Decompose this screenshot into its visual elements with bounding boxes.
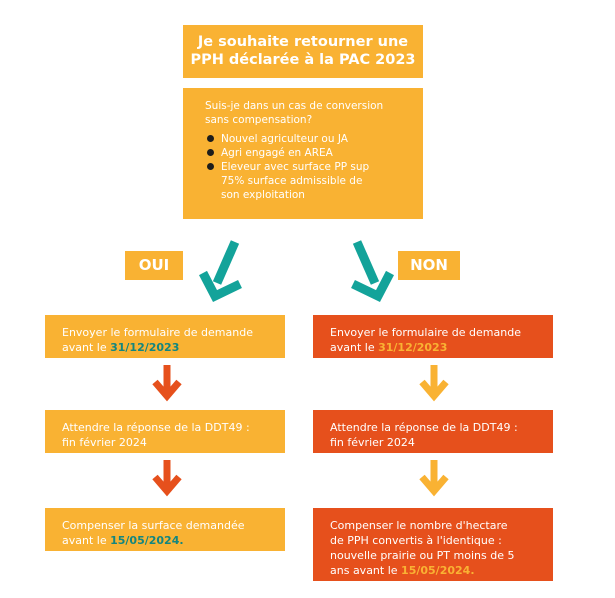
step-text: fin février 2024 <box>62 436 147 449</box>
condition-text: Eleveur avec surface PP sup <box>221 161 370 173</box>
bullet-icon <box>207 135 214 142</box>
title-line-1: Je souhaite retourner une <box>197 34 409 50</box>
down-arrow-icon <box>152 460 182 497</box>
condition-text: son exploitation <box>221 189 305 201</box>
right-step-send-form: Envoyer le formulaire de demande avant l… <box>313 315 553 358</box>
question-line-1: Suis-je dans un cas de conversion <box>205 100 384 112</box>
step-deadline-line: ans avant le 15/05/2024. <box>330 563 543 578</box>
step-deadline-line: avant le 31/12/2023 <box>330 340 543 355</box>
down-arrow-icon <box>419 365 449 402</box>
right-step-wait-response: Attendre la réponse de la DDT49 : fin fé… <box>313 410 553 453</box>
right-step-compensate: Compenser le nombre d'hectare de PPH con… <box>313 508 553 581</box>
step-deadline-line: avant le 15/05/2024. <box>62 533 275 548</box>
step-text: Compenser le nombre d'hectare <box>330 519 508 532</box>
condition-list: Nouvel agriculteur ou JA Agri engagé en … <box>205 132 413 202</box>
step-text: avant le <box>62 341 111 354</box>
question-box: Suis-je dans un cas de conversion sans c… <box>183 88 423 219</box>
deadline-date: 31/12/2023 <box>110 341 180 354</box>
step-text: Compenser la surface demandée <box>62 519 245 532</box>
left-step-send-form: Envoyer le formulaire de demande avant l… <box>45 315 285 358</box>
step-text: avant le <box>62 534 111 547</box>
deadline-date: 31/12/2023 <box>378 341 448 354</box>
left-step-compensate: Compenser la surface demandée avant le 1… <box>45 508 285 551</box>
step-text: de PPH convertis à l'identique : <box>330 534 502 547</box>
left-step-wait-response: Attendre la réponse de la DDT49 : fin fé… <box>45 410 285 453</box>
title-box: Je souhaite retourner une PPH déclarée à… <box>183 25 423 78</box>
bullet-icon <box>207 163 214 170</box>
bullet-icon <box>207 149 214 156</box>
deadline-date: 15/05/2024. <box>401 564 475 577</box>
step-deadline-line: avant le 31/12/2023 <box>62 340 275 355</box>
down-arrow-icon <box>419 460 449 497</box>
step-text: avant le <box>330 341 379 354</box>
step-text: nouvelle prairie ou PT moins de 5 <box>330 549 515 562</box>
no-label: NON <box>398 251 460 280</box>
condition-text: Nouvel agriculteur ou JA <box>221 133 348 145</box>
step-text: Attendre la réponse de la DDT49 : <box>330 421 518 434</box>
step-text: Attendre la réponse de la DDT49 : <box>62 421 250 434</box>
step-text: Envoyer le formulaire de demande <box>62 326 253 339</box>
yes-label: OUI <box>125 251 183 280</box>
no-branch-arrow-icon <box>351 240 394 302</box>
title-line-2: PPH déclarée à la PAC 2023 <box>190 52 416 68</box>
down-arrow-icon <box>152 365 182 402</box>
yes-branch-arrow-icon <box>199 240 242 302</box>
condition-text: Agri engagé en AREA <box>221 147 333 159</box>
step-text: ans avant le <box>330 564 402 577</box>
question-line-2: sans compensation? <box>205 114 313 126</box>
step-text: fin février 2024 <box>330 436 415 449</box>
condition-item: Eleveur avec surface PP sup 75% surface … <box>205 160 413 202</box>
condition-text: 75% surface admissible de <box>221 175 363 187</box>
step-text: Envoyer le formulaire de demande <box>330 326 521 339</box>
deadline-date: 15/05/2024. <box>110 534 184 547</box>
condition-item: Nouvel agriculteur ou JA <box>205 132 413 146</box>
condition-item: Agri engagé en AREA <box>205 146 413 160</box>
question-text: Suis-je dans un cas de conversion sans c… <box>205 99 413 127</box>
